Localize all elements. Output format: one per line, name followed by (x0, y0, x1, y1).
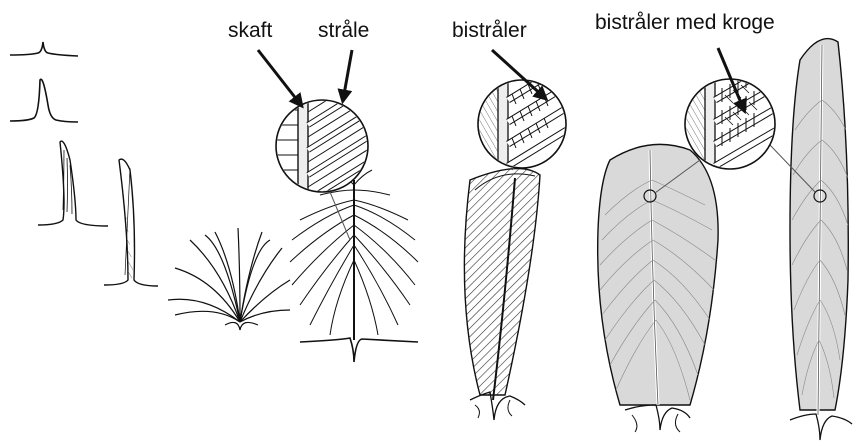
stage-7-feather (464, 169, 540, 420)
zoom-circle-barbs (276, 60, 372, 240)
stage-2-bump (10, 79, 78, 122)
stage-3-spike (38, 141, 108, 226)
stage-6-feather (290, 170, 418, 362)
stage-8-vane-feather (598, 144, 718, 432)
stage-4-spike (104, 159, 158, 286)
stage-9-flight-feather (790, 39, 852, 440)
stage-5-tuft (168, 228, 290, 330)
arrow-skaft (258, 50, 301, 105)
stage-1-bump (10, 42, 78, 56)
arrow-straale (343, 50, 352, 100)
